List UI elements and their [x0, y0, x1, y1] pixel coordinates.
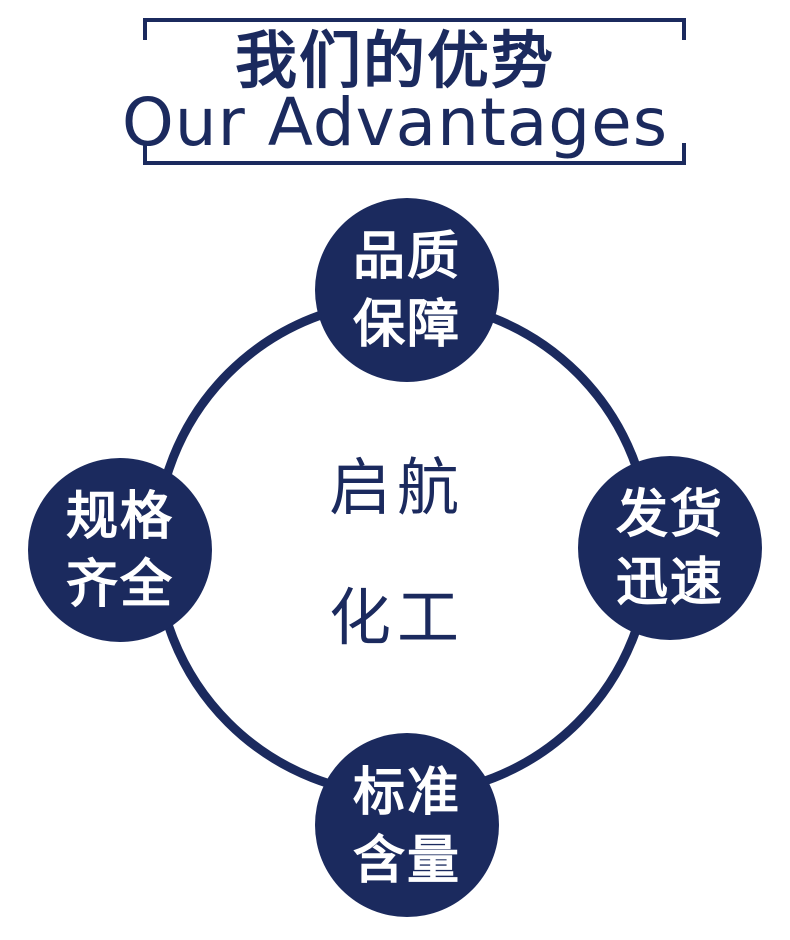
node-circle-left: [28, 458, 212, 642]
center-label-line2: 化工: [328, 581, 465, 654]
node-label-top-line1: 品质: [352, 227, 461, 287]
node-circle-bottom: [315, 733, 499, 917]
node-label-right-line2: 迅速: [615, 553, 724, 613]
center-label-line1: 启航: [328, 451, 465, 524]
bracket-top-right-tick: [682, 18, 686, 40]
node-label-left-line1: 规格: [65, 487, 174, 547]
title-chinese: 我们的优势: [234, 24, 555, 97]
node-circle-top: [315, 198, 499, 382]
bracket-top: [143, 18, 686, 22]
header-frame: [143, 18, 686, 165]
node-label-bottom-line2: 含量: [352, 831, 461, 891]
node-label-top-line2: 保障: [352, 295, 461, 355]
node-label-left-line2: 齐全: [65, 555, 174, 615]
bracket-bottom-right-tick: [682, 143, 686, 165]
bracket-top-left-tick: [143, 18, 147, 40]
node-label-bottom-line1: 标准: [352, 763, 461, 823]
bracket-bottom: [143, 161, 686, 165]
bracket-bottom-left-tick: [143, 143, 147, 165]
node-circle-right: [578, 456, 762, 640]
node-label-right-line1: 发货: [615, 485, 724, 545]
title-english: Our Advantages: [121, 84, 669, 161]
